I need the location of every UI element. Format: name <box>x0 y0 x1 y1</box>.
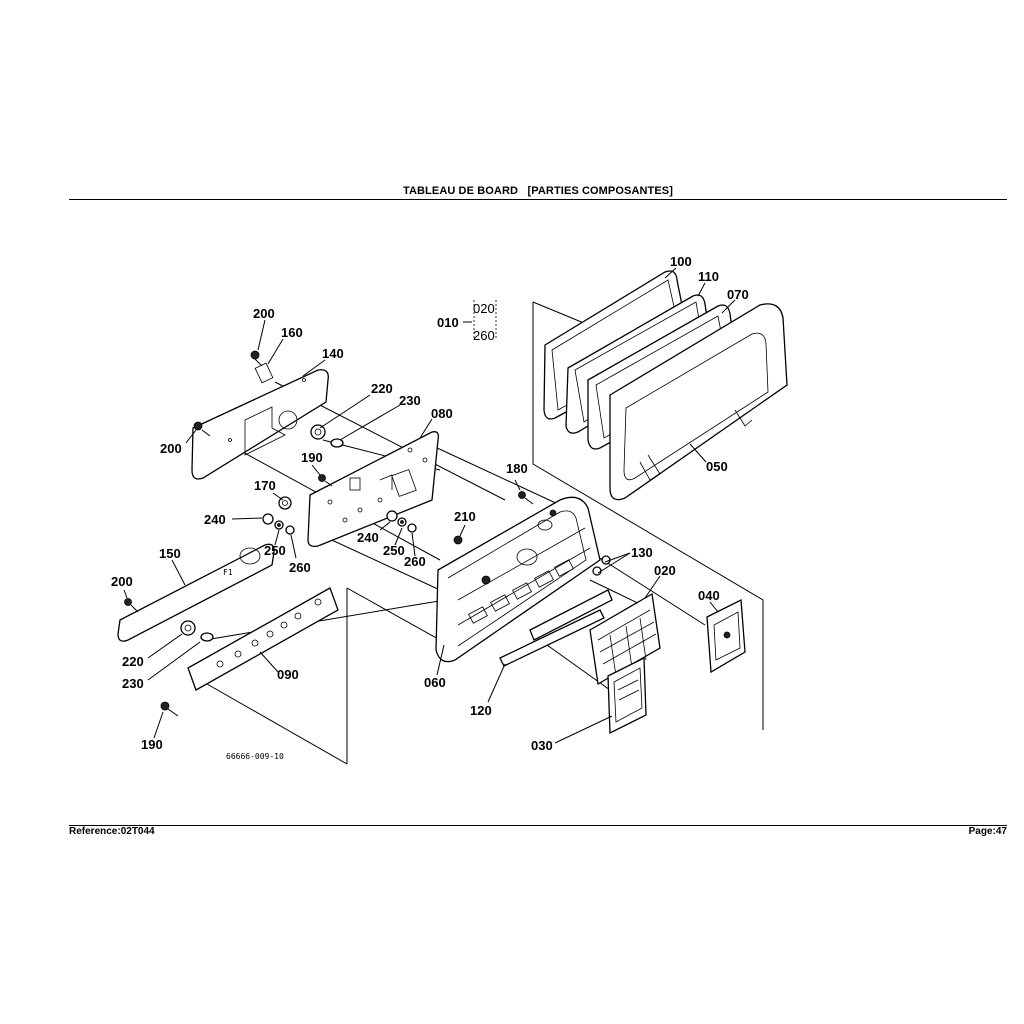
part-090-circuit-board <box>187 587 339 691</box>
callout-110: 110 <box>698 269 719 284</box>
bulb-240-left <box>262 513 274 525</box>
callout-180: 180 <box>506 461 528 476</box>
part-150-lens-plate: F1 <box>117 543 275 642</box>
nut-260-left <box>285 525 295 535</box>
screw-200-left <box>193 421 211 437</box>
nut-250-left <box>274 520 284 530</box>
callout-250-left: 250 <box>264 543 286 558</box>
callout-010: 010 <box>437 315 459 330</box>
part-020-gauge-face <box>589 592 661 686</box>
callout-200-top: 200 <box>253 306 275 321</box>
part-080-circuit-board <box>307 431 440 548</box>
callout-010-260: 260 <box>473 328 495 343</box>
callout-020: 020 <box>654 563 676 578</box>
reference-code: Reference:02T044 <box>69 826 155 837</box>
callout-130: 130 <box>631 545 653 560</box>
fasteners <box>124 300 534 717</box>
callout-leaders <box>123 267 736 744</box>
callout-200-left: 200 <box>160 441 182 456</box>
page-title: TABLEAU DE BOARD [PARTIES COMPOSANTES] <box>402 185 674 197</box>
nut-260-right <box>407 523 417 533</box>
callout-170: 170 <box>254 478 276 493</box>
callout-230-top: 230 <box>399 393 421 408</box>
callout-200-lower: 200 <box>111 574 133 589</box>
screw-200-top <box>250 350 263 367</box>
screw-180 <box>518 491 534 505</box>
callout-040: 040 <box>698 588 720 603</box>
part-050-bezel-frame <box>609 303 788 501</box>
screw-190-top <box>318 474 333 487</box>
part-030-gauge <box>607 656 647 735</box>
callout-240-left: 240 <box>204 512 226 527</box>
callout-190-top: 190 <box>301 450 323 465</box>
header-rule <box>69 199 1007 200</box>
bulb-240-right <box>386 510 398 522</box>
callout-210: 210 <box>454 509 476 524</box>
socket-220-top <box>310 424 326 440</box>
part-130-lens-strip <box>529 555 613 641</box>
part-060-main-housing <box>435 496 601 663</box>
callout-010-020: 020 <box>473 301 495 316</box>
drawing-code: 66666-009-10 <box>226 752 284 761</box>
callout-230-lower: 230 <box>122 676 144 691</box>
callout-150: 150 <box>159 546 181 561</box>
nut-250-right <box>397 517 407 527</box>
part-140-cover-plate <box>191 362 329 480</box>
callout-labels: 200 160 140 200 220 230 080 190 170 240 … <box>111 254 749 761</box>
page-number: Page:47 <box>968 826 1007 837</box>
bulb-230-lower <box>200 632 214 642</box>
svg-text:F1: F1 <box>223 568 233 577</box>
callout-260-right: 260 <box>404 554 426 569</box>
callout-060: 060 <box>424 675 446 690</box>
screw-200-lower <box>124 598 139 613</box>
screw-210 <box>453 535 463 545</box>
screw-190-lower <box>160 701 179 717</box>
part-120-strip <box>499 609 605 667</box>
callout-220-top: 220 <box>371 381 393 396</box>
assembly-frames <box>346 301 764 764</box>
callout-080: 080 <box>431 406 453 421</box>
bulb-230-top <box>330 438 344 448</box>
callout-240-right: 240 <box>357 530 379 545</box>
callout-190-lower: 190 <box>141 737 163 752</box>
footer-rule <box>69 825 1007 826</box>
callout-120: 120 <box>470 703 492 718</box>
callout-030: 030 <box>531 738 553 753</box>
callout-050: 050 <box>706 459 728 474</box>
socket-220-lower <box>180 620 196 636</box>
callout-100: 100 <box>670 254 692 269</box>
callout-160: 160 <box>281 325 303 340</box>
callout-070: 070 <box>727 287 749 302</box>
part-040-gauge <box>706 598 746 674</box>
callout-260-left: 260 <box>289 560 311 575</box>
bracket-010 <box>473 300 497 340</box>
callout-220-lower: 220 <box>122 654 144 669</box>
callout-090: 090 <box>277 667 299 682</box>
callout-250-right: 250 <box>383 543 405 558</box>
socket-170 <box>278 496 292 510</box>
callout-140: 140 <box>322 346 344 361</box>
